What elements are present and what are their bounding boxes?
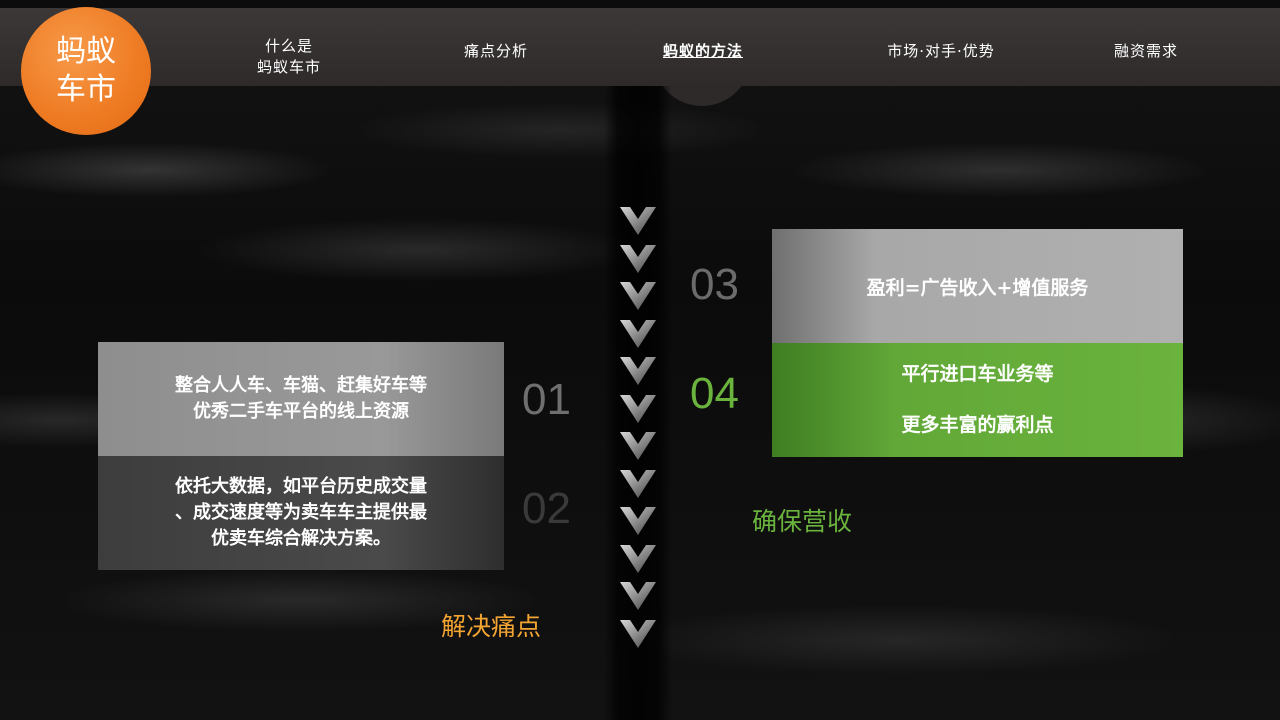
chevron-down-icon [620, 432, 656, 460]
caption-solve-pain-points: 解决痛点 [441, 612, 542, 641]
solution-box-2: 依托大数据，如平台历史成交量 、成交速度等为卖车车主提供最 优卖车综合解决方案。 [98, 456, 504, 570]
chevron-down-icon [620, 244, 656, 273]
nav-item-pain-points[interactable]: 痛点分析 [463, 42, 528, 60]
revenue-3-text: 盈利=广告收入+增值服务 [866, 276, 1089, 299]
logo-text: 蚂蚁车市 [56, 34, 116, 107]
nav-item-financing[interactable]: 融资需求 [1113, 42, 1178, 60]
center-divider-column [604, 86, 672, 720]
solution-2-text: 依托大数据，如平台历史成交量 、成交速度等为卖车车主提供最 优卖车综合解决方案。 [175, 476, 427, 549]
chevron-down-icon [620, 469, 656, 498]
step-number-03: 03 [690, 260, 739, 309]
caption-ensure-revenue: 确保营收 [752, 507, 853, 536]
revenue-4-line1: 平行进口车业务等 [901, 363, 1054, 385]
top-band [0, 0, 1280, 8]
chevron-down-icon [620, 544, 656, 573]
chevron-down-icon [620, 394, 656, 423]
revenue-box-3: 盈利=广告收入+增值服务 [772, 229, 1183, 343]
chevron-down-icon [620, 282, 656, 310]
step-number-04: 04 [690, 369, 739, 418]
top-navigation-bar: 什么是 蚂蚁车市 痛点分析 蚂蚁的方法 市场·对手·优势 融资需求 [0, 8, 1280, 86]
nav-item-what-is[interactable]: 什么是 蚂蚁车市 [256, 37, 321, 76]
nav-item-market[interactable]: 市场·对手·优势 [887, 42, 995, 60]
nav-item-method[interactable]: 蚂蚁的方法 [662, 42, 743, 60]
chevron-down-icon [620, 357, 656, 385]
solution-1-text: 整合人人车、车猫、赶集好车等 优秀二手车平台的线上资源 [175, 375, 427, 422]
chevron-down-icon [620, 582, 656, 610]
revenue-box-4: 平行进口车业务等 更多丰富的赢利点 [772, 343, 1183, 457]
logo-badge[interactable]: 蚂蚁车市 [21, 7, 151, 135]
chevron-down-icon [620, 507, 656, 535]
step-number-02: 02 [522, 484, 571, 533]
chevron-down-icon [620, 207, 656, 235]
step-number-01: 01 [522, 375, 571, 424]
chevron-down-icon [620, 319, 656, 348]
chevron-down-icon [620, 619, 656, 648]
revenue-4-line2: 更多丰富的赢利点 [901, 414, 1054, 436]
solution-box-1: 整合人人车、车猫、赶集好车等 优秀二手车平台的线上资源 [98, 342, 504, 456]
